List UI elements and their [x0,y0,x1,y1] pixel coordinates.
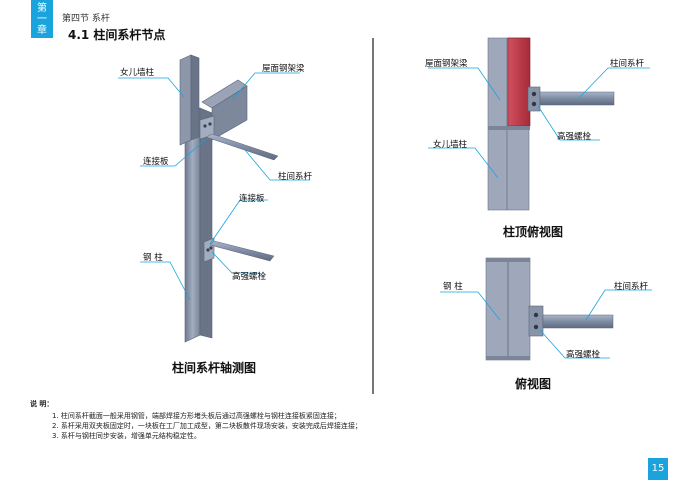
top-right-leader-lines [428,67,650,179]
section-title: 第四节 系杆 [62,14,110,24]
label-tie-bar: 柱间系杆 [278,172,313,182]
caption-plan-view: 俯视图 [515,377,552,391]
label-br-hs-bolt: 高强螺栓 [566,350,601,360]
chapter-char-3: 章 [37,25,47,36]
note-item-3: 3. 系杆与钢柱同步安装，增强单元结构稳定性。 [52,432,201,440]
chapter-char-1: 第 [37,3,47,14]
label-steel-column: 钢 柱 [143,253,163,263]
label-roof-beam: 屋面钢架梁 [262,64,305,74]
vertical-divider [372,38,374,394]
notes-heading: 说 明： [30,400,54,408]
chapter-tab: 第 一 章 [31,0,53,38]
label-br-steel-column: 钢 柱 [443,282,463,292]
label-hs-bolt: 高强螺栓 [232,272,267,282]
plan-view-drawing [485,257,614,361]
left-leader-lines [118,72,310,301]
label-tr-hs-bolt: 高强螺栓 [557,132,592,142]
bottom-right-leader-lines [440,289,652,359]
label-tr-roof-beam: 屋面钢架梁 [425,59,468,69]
note-item-1: 1. 柱间系杆截面一般采用钢管，端部焊接方形堵头板后通过高强螺栓与钢柱连接板紧固… [52,412,341,420]
label-br-tie-bar: 柱间系杆 [614,282,649,292]
label-parapet-column: 女儿墙柱 [120,68,155,78]
notes-block: 说 明： 1. 柱间系杆截面一般采用钢管，端部焊接方形堵头板后通过高强螺栓与钢柱… [30,399,362,441]
label-connection-plate: 连接板 [143,157,169,167]
caption-axonometric: 柱间系杆轴测图 [172,361,257,375]
label-tr-tie-bar: 柱间系杆 [610,59,645,69]
subsection-title: 4.1 柱间系杆节点 [68,28,166,42]
caption-top-plan: 柱顶俯视图 [503,225,564,239]
label-tr-parapet-column: 女儿墙柱 [433,140,468,150]
chapter-char-2: 一 [37,14,47,25]
note-item-2: 2. 系杆采用双夹板固定时，一块板在工厂加工成型，第二块板散件现场安装，安装完成… [52,422,362,430]
top-plan-drawing [487,37,615,211]
axonometric-drawing [179,54,279,343]
page-number: 15 [648,458,668,480]
label-connection-plate-2: 连接板 [239,194,265,204]
